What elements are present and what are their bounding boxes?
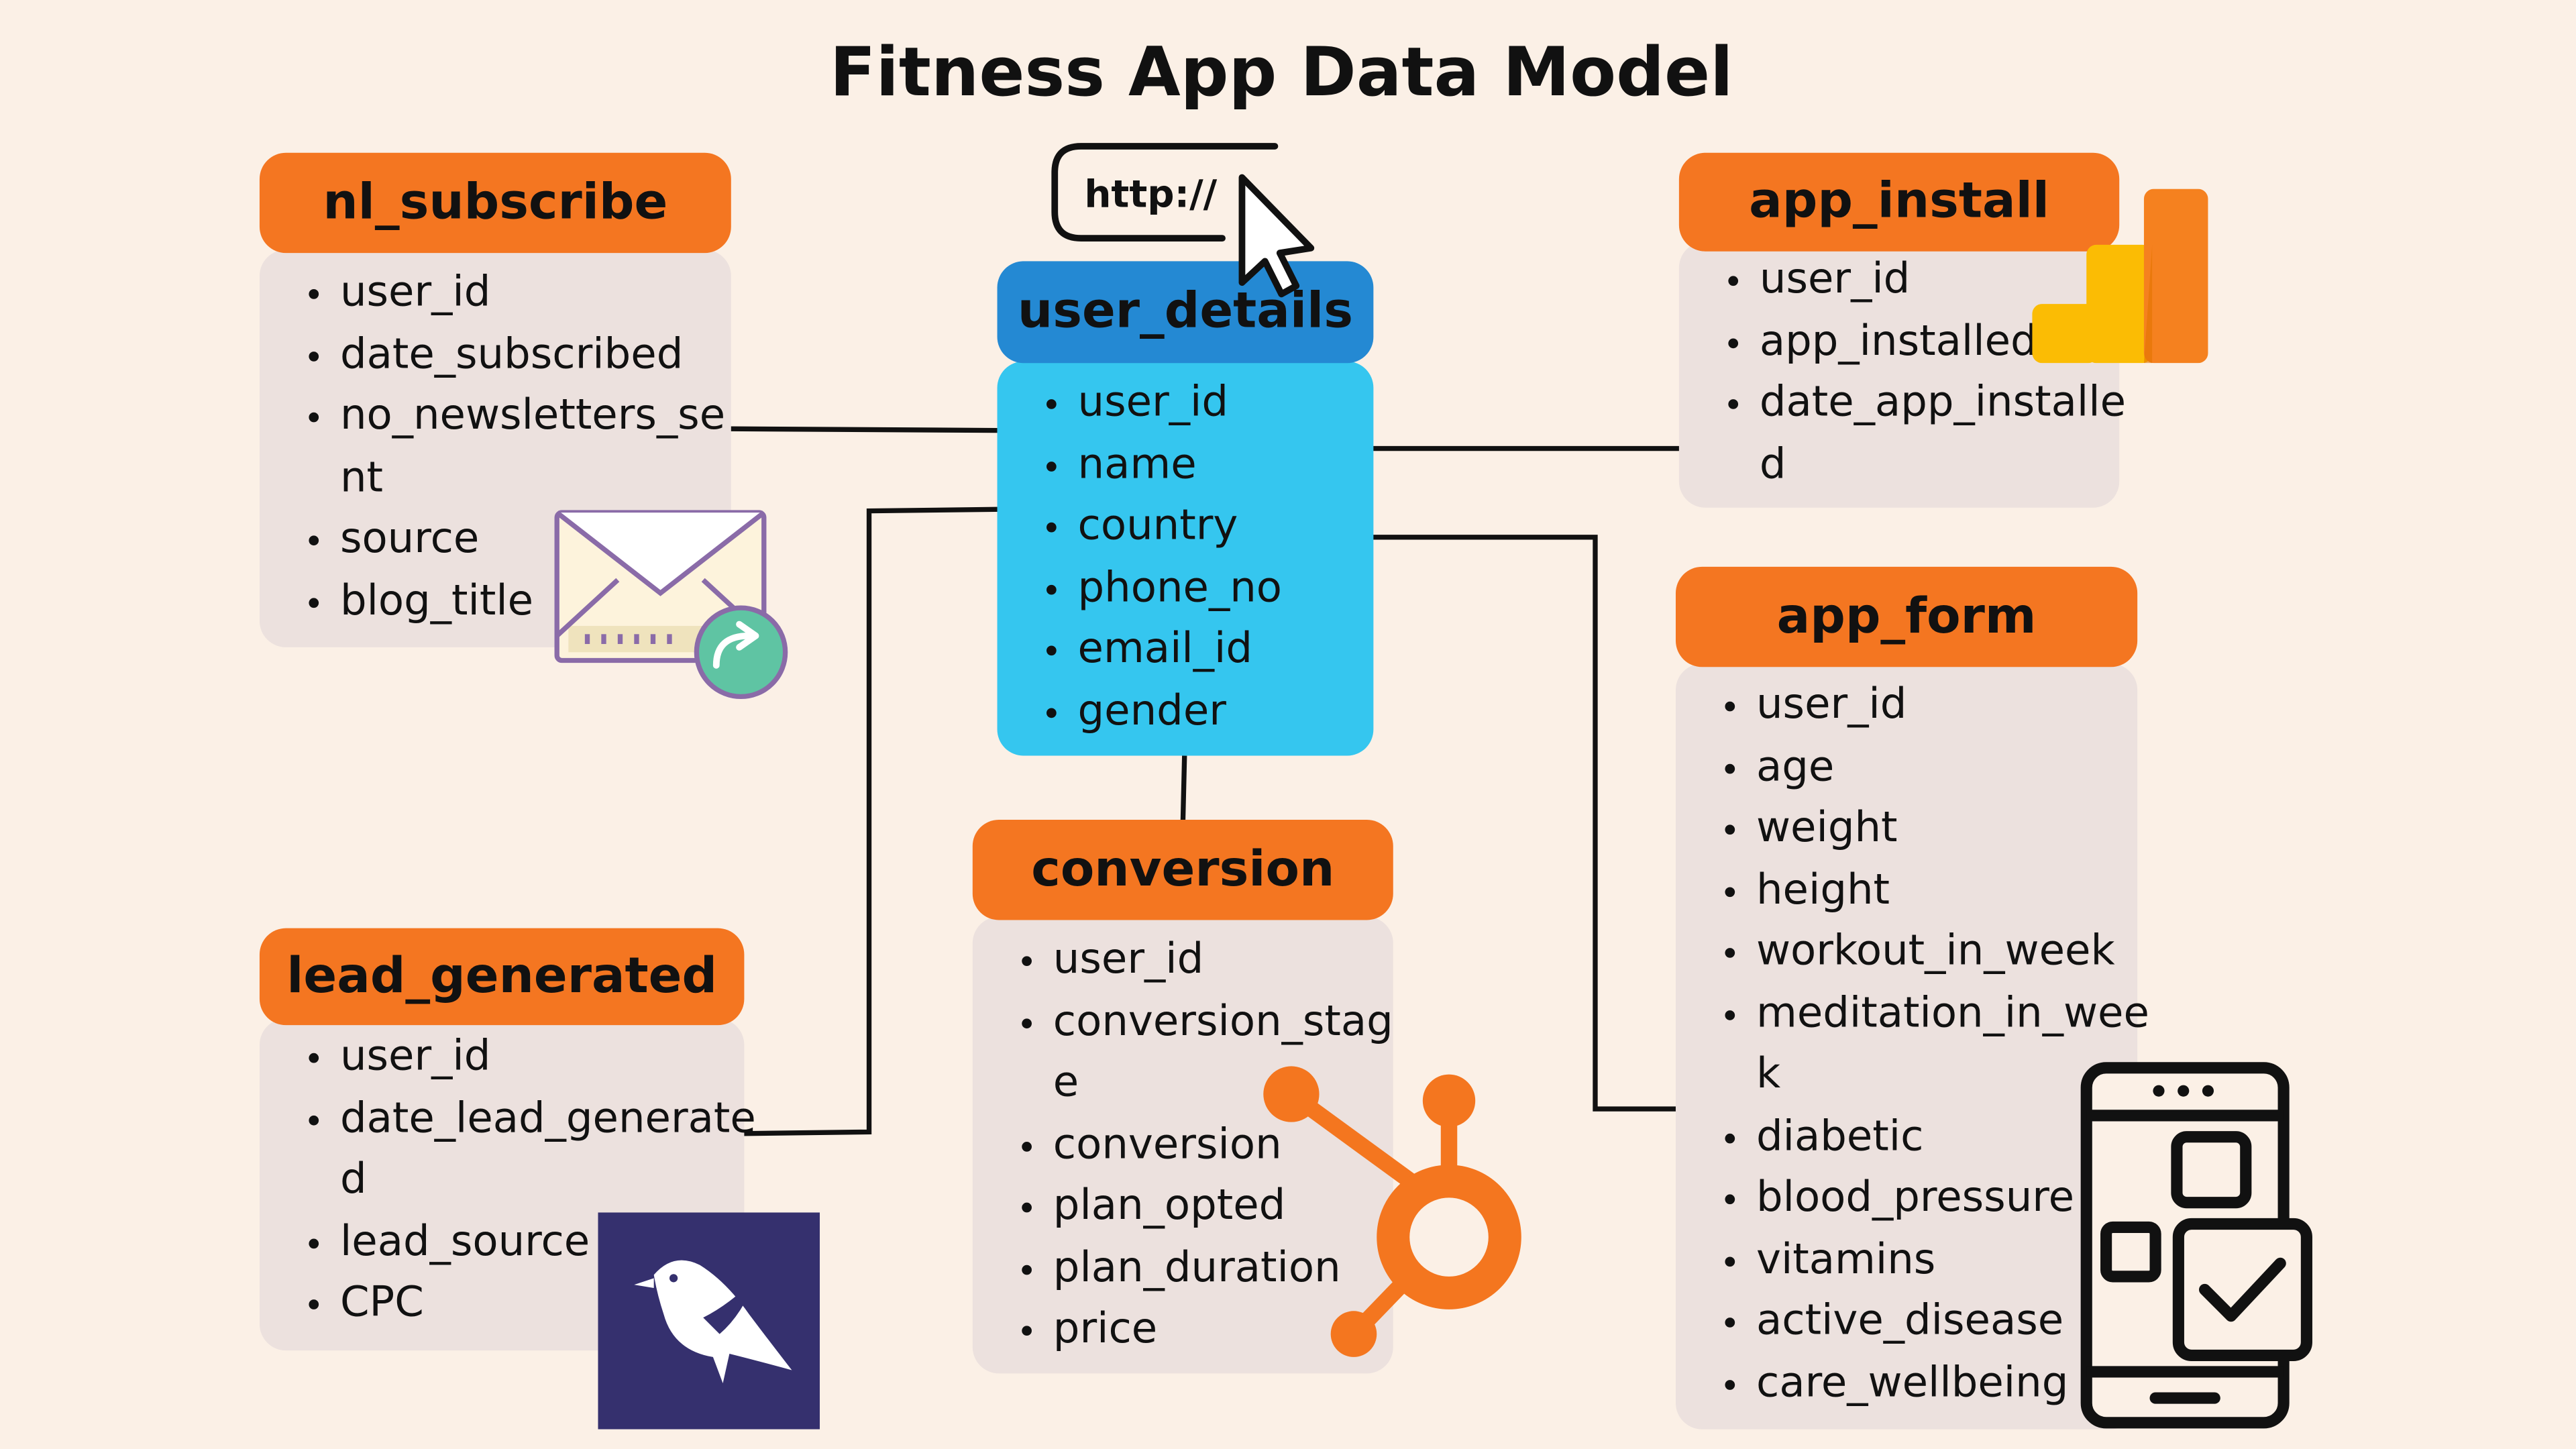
hubspot-icon: [1263, 1066, 1521, 1357]
field-item: diabetic: [1676, 1106, 2137, 1168]
table-body-nl-subscribe: user_id date_subscribed no_newsletters_s…: [259, 250, 731, 647]
connector-nl-subscribe: [729, 426, 998, 433]
table-body-app-install: user_id app_installed date_app_installe …: [1678, 241, 2126, 508]
field-item: plan_duration: [973, 1238, 1393, 1299]
field-item: active_disease: [1676, 1291, 2137, 1353]
mobile-checklist-icon: [2080, 1062, 2312, 1429]
field-item: user_id: [1679, 250, 2119, 311]
connector-app-form: [1368, 535, 1676, 1112]
field-item: app_installed: [1679, 311, 2119, 373]
field-item: age: [1676, 737, 2137, 798]
table-header-nl-subscribe: nl_subscribe: [259, 152, 731, 254]
bird-logo-icon: [598, 1212, 820, 1430]
table-header-app-install: app_install: [1678, 152, 2120, 252]
table-header-conversion: conversion: [972, 820, 1393, 920]
field-item: CPC: [260, 1273, 744, 1335]
field-item: conversion: [973, 1115, 1393, 1177]
field-item: weight: [1676, 798, 2137, 860]
link-text: http://: [1084, 173, 1217, 217]
field-item: date_subscribed: [260, 325, 731, 386]
diagram-title: Fitness App Data Model: [829, 32, 1733, 112]
email-forward-icon: [554, 510, 788, 700]
table-body-conversion: user_id conversion_stag e conversion pla…: [972, 916, 1393, 1374]
field-item: user_id: [998, 373, 1374, 435]
field-item: plan_opted: [973, 1176, 1393, 1238]
field-item-continuation: d: [1759, 439, 1786, 489]
field-item-continuation: e: [1053, 1058, 1079, 1108]
analytics-bars-icon: [2032, 189, 2208, 364]
field-item: date_lead_generate: [260, 1088, 756, 1150]
field-item: lead_source: [260, 1212, 744, 1273]
field-item: vitamins: [1676, 1230, 2137, 1291]
field-item-continuation: d: [339, 1155, 367, 1205]
table-header-app-form: app_form: [1675, 566, 2138, 667]
table-header-user-details: user_details: [997, 261, 1374, 364]
field-item: blog_title: [260, 571, 731, 633]
field-item: name: [998, 435, 1374, 496]
field-item: email_id: [998, 619, 1374, 681]
field-item: workout_in_week: [1676, 922, 2137, 983]
field-item: user_id: [1676, 676, 2137, 737]
field-item: price: [973, 1299, 1393, 1361]
field-item: care_wellbeing: [1676, 1353, 2137, 1415]
field-item: gender: [998, 681, 1374, 743]
field-item-continuation: nt: [339, 452, 384, 502]
field-item: blood_pressure: [1676, 1168, 2137, 1230]
field-item: conversion_stag: [973, 991, 1393, 1053]
field-item-continuation: k: [1756, 1049, 1781, 1099]
field-item: no_newsletters_se: [260, 386, 731, 448]
field-item: meditation_in_wee: [1676, 983, 2149, 1045]
table-header-lead-generated: lead_generated: [259, 928, 745, 1026]
field-item: phone_no: [998, 557, 1374, 619]
table-body-app-form: user_id age weight height workout_in_wee…: [1675, 663, 2149, 1430]
field-item: source: [260, 509, 731, 571]
link-cursor-icon: http://: [1051, 143, 1315, 298]
field-item: user_id: [260, 1027, 744, 1089]
connector-conversion: [1180, 755, 1187, 825]
connector-lead-generated: [742, 506, 1002, 1136]
table-body-user-details: user_id name country phone_no email_id g…: [997, 361, 1374, 756]
field-item: date_app_installe: [1679, 373, 2126, 435]
field-item: height: [1676, 860, 2137, 922]
field-item: user_id: [973, 930, 1393, 991]
field-item: country: [998, 496, 1374, 558]
field-item: user_id: [260, 263, 731, 325]
